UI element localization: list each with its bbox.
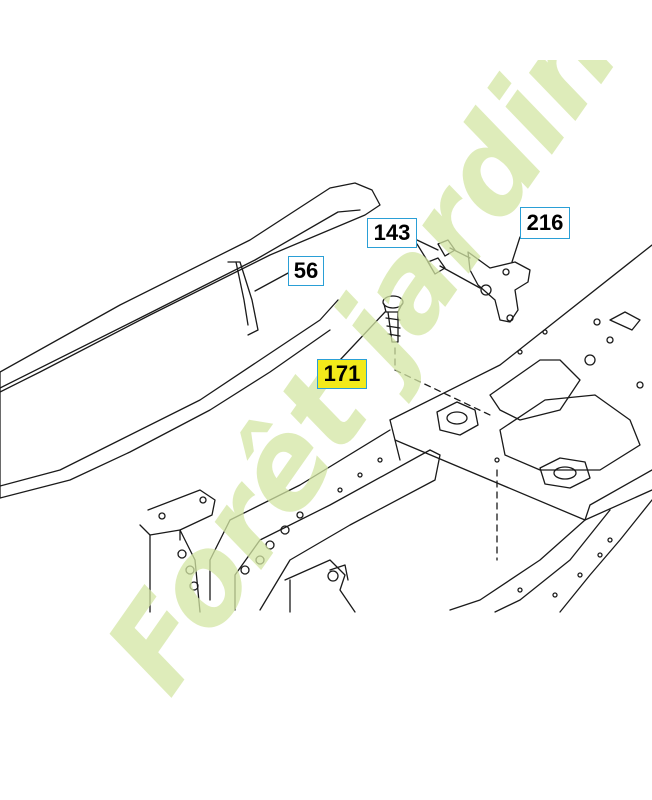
front-bracket (139, 489, 356, 613)
callout-171[interactable]: 171 (317, 359, 367, 389)
callout-56[interactable]: 56 (288, 256, 324, 286)
callout-216[interactable]: 216 (520, 207, 570, 239)
belt-part (0, 182, 381, 499)
callout-143[interactable]: 143 (367, 218, 417, 248)
frame-plate (389, 244, 652, 521)
bracket-part (467, 236, 531, 323)
side-rails (209, 429, 652, 613)
bolt-set (416, 239, 492, 296)
bolt-171 (339, 295, 498, 561)
